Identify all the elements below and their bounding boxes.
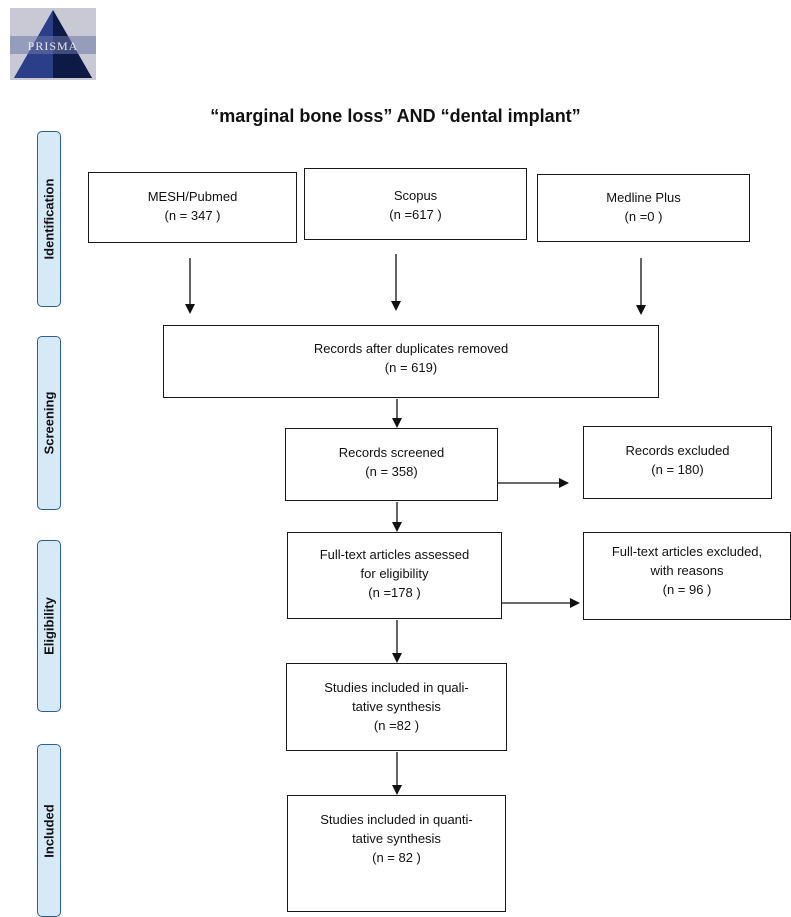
box-screened-line1: Records screened — [338, 445, 445, 460]
box-after-duplicates: Records after duplicates removed (n = 61… — [163, 325, 659, 398]
box-fulltext-assessed: Full-text articles assessed for eligibil… — [287, 532, 502, 619]
box-scopus: Scopus (n =617 ) — [304, 168, 527, 240]
box-duplicates-line1: Records after duplicates removed — [313, 341, 509, 356]
stage-eligibility: Eligibility — [37, 540, 61, 712]
prisma-logo-text: PRISMA — [27, 39, 79, 53]
box-fulltext-excluded-line1: Full-text articles excluded, — [611, 544, 763, 559]
box-fulltext-line3: (n =178 ) — [368, 585, 421, 600]
box-records-screened: Records screened (n = 358) — [285, 428, 498, 501]
stage-included: Included — [37, 744, 61, 917]
box-scopus-line1: Scopus — [393, 188, 438, 203]
box-fulltext-line2: for eligibility — [360, 566, 429, 581]
box-records-excluded: Records excluded (n = 180) — [583, 426, 772, 499]
box-quantitative-line2: tative synthesis — [352, 831, 441, 846]
stage-identification: Identification — [37, 131, 61, 307]
box-medline-plus: Medline Plus (n =0 ) — [537, 174, 750, 242]
box-quantitative-line1: Studies included in quanti- — [320, 812, 473, 827]
box-qualitative-synthesis: Studies included in quali- tative synthe… — [286, 663, 507, 751]
box-qualitative-line2: tative synthesis — [352, 699, 441, 714]
box-fulltext-line1: Full-text articles assessed — [319, 547, 470, 562]
box-scopus-line2: (n =617 ) — [389, 207, 442, 222]
diagram-title: “marginal bone loss” AND “dental implant… — [210, 106, 581, 126]
box-qualitative-line1: Studies included in quali- — [324, 680, 469, 695]
box-qualitative-line3: (n =82 ) — [373, 718, 420, 733]
box-mesh-line2: (n = 347 ) — [164, 208, 221, 223]
box-medline-line2: (n =0 ) — [624, 209, 663, 224]
box-fulltext-excluded: Full-text articles excluded, with reason… — [583, 532, 791, 620]
box-excluded-line2: (n = 180) — [651, 462, 704, 477]
box-fulltext-excluded-line3: (n = 96 ) — [662, 582, 712, 597]
box-quantitative-line3: (n = 82 ) — [372, 850, 421, 865]
box-mesh-pubmed: MESH/Pubmed (n = 347 ) — [88, 172, 297, 243]
prisma-logo: PRISMA — [10, 8, 96, 80]
box-screened-line2: (n = 358) — [365, 464, 418, 479]
stage-screening: Screening — [37, 336, 61, 510]
box-quantitative-synthesis: Studies included in quanti- tative synth… — [287, 795, 506, 912]
box-excluded-line1: Records excluded — [625, 443, 730, 458]
box-fulltext-excluded-line2: with reasons — [650, 563, 724, 578]
box-medline-line1: Medline Plus — [606, 190, 681, 205]
prisma-logo-graphic — [10, 8, 96, 80]
box-mesh-line1: MESH/Pubmed — [147, 189, 238, 204]
box-duplicates-line2: (n = 619) — [384, 360, 438, 375]
